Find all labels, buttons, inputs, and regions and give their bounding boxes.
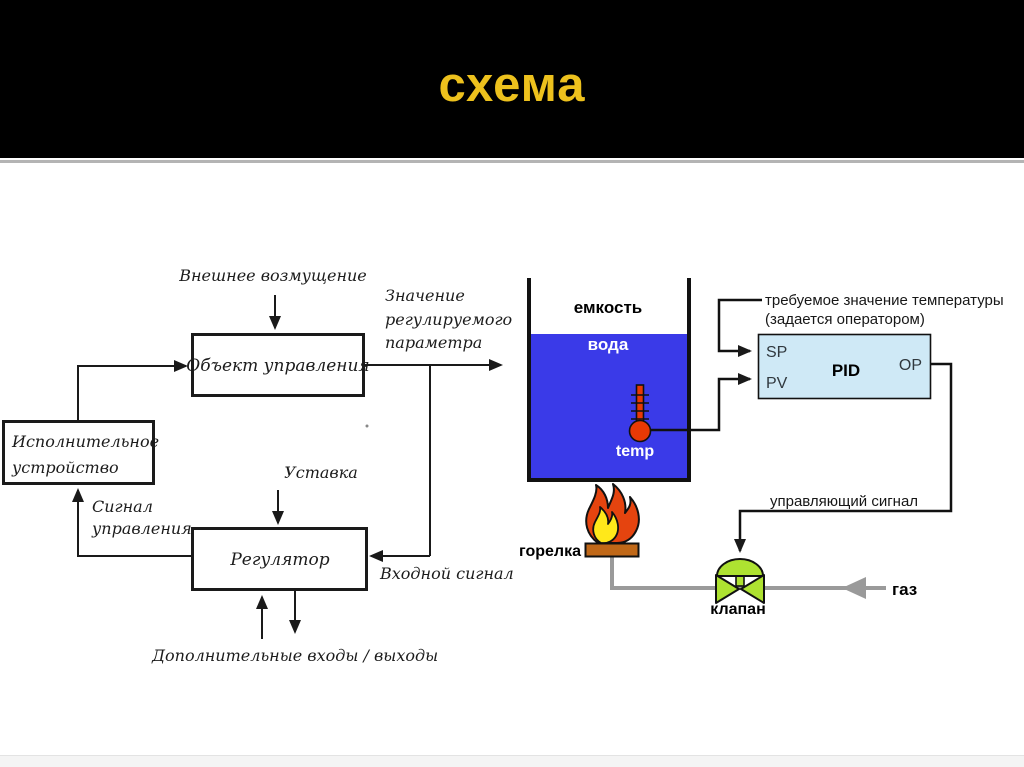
valve-label: клапан	[710, 601, 766, 618]
aux-io-label: Дополнительные входы / выходы	[151, 646, 438, 665]
regulator-label: Регулятор	[229, 550, 329, 570]
op-wire	[734, 362, 953, 553]
temp-label: temp	[616, 443, 654, 460]
valve-body-left	[715, 574, 740, 604]
header-separator-gray	[0, 160, 1024, 163]
stray-dot	[365, 424, 369, 428]
param-value-line2: регулируемого	[385, 310, 512, 329]
thermometer-bulb	[628, 419, 652, 443]
regulator-box	[191, 527, 368, 591]
control-signal-line1: Сигнал	[92, 497, 153, 516]
valve-actuator-dome	[715, 558, 765, 577]
pid-op-label: OP	[899, 357, 922, 374]
param-value-line1: Значение	[385, 286, 465, 305]
slide-title: схема	[438, 58, 586, 112]
disturbance-label: Внешнее возмущение	[178, 266, 367, 285]
gas-label: газ	[892, 580, 917, 599]
burner-plate	[584, 542, 640, 558]
slide-header: схема	[0, 0, 1024, 158]
pid-box	[757, 333, 932, 400]
water-label: вода	[588, 335, 629, 354]
control-signal-arrow	[72, 488, 192, 557]
control-loop-diagram: Внешнее возмущение Объект управления Зна…	[2, 266, 514, 665]
actuator-to-object-arrow	[77, 360, 188, 421]
flame-inner	[592, 506, 619, 544]
pv-wire	[650, 373, 752, 432]
param-value-line3: параметра	[385, 333, 482, 352]
valve-icon	[715, 558, 765, 604]
gas-pipe	[610, 556, 886, 590]
required-temp-line1: требуемое значение температуры	[765, 292, 1004, 309]
thermometer-ticks	[631, 394, 649, 420]
gas-flow-arrow	[842, 577, 866, 599]
control-object-label: Объект управления	[186, 356, 369, 376]
valve-body-right	[740, 574, 765, 604]
pid-label: PID	[832, 361, 860, 380]
pid-sp-label: SP	[766, 344, 787, 361]
thermometer-icon	[628, 384, 652, 443]
flame-icon	[585, 483, 640, 544]
scheme-diagram: Внешнее возмущение Объект управления Зна…	[2, 266, 1004, 665]
sp-wire	[717, 298, 762, 357]
control-signal-label: управляющий сигнал	[770, 493, 918, 510]
burner-label: горелка	[519, 543, 581, 560]
slide-footer-strip	[0, 755, 1024, 767]
actuator-label-line2: устройство	[11, 458, 119, 477]
actuator-box	[2, 420, 155, 485]
actuator-label-line1: Исполнительное	[11, 432, 159, 451]
pid-pv-label: PV	[766, 375, 788, 392]
control-signal-line2: управления	[91, 519, 192, 538]
water-fill	[531, 334, 687, 480]
header-separator-white	[0, 158, 1024, 160]
tank-label: емкость	[574, 298, 642, 317]
slide-body: Внешнее возмущение Объект управления Зна…	[0, 163, 1024, 755]
input-signal-label: Входной сигнал	[379, 564, 514, 583]
required-temp-line2: (задается оператором)	[765, 311, 925, 328]
setpoint-label: Уставка	[284, 463, 358, 482]
pid-tank-diagram: емкость вода temp требуемое значение тем…	[519, 278, 1004, 618]
